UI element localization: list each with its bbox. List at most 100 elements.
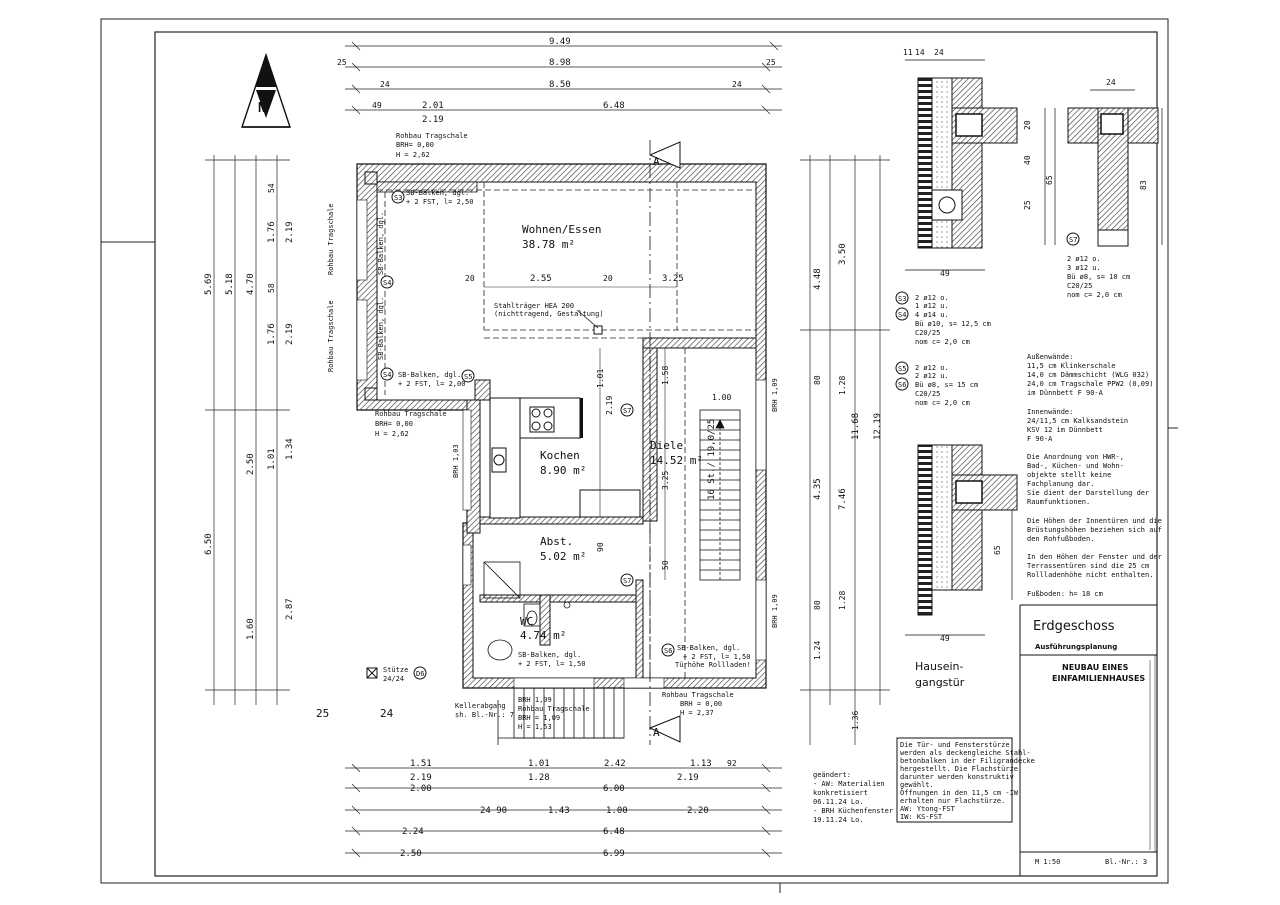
staircase	[699, 409, 741, 581]
dim-top-25b: 25	[766, 58, 776, 67]
dim-left-176a: 1.76	[267, 221, 277, 243]
dim-left-160: 1.60	[246, 618, 256, 640]
svg-text:Die Höhen der Innentüren und d: Die Höhen der Innentüren und die	[1027, 517, 1162, 525]
svg-text:83: 83	[1139, 180, 1148, 190]
dim-bot-92: 92	[727, 759, 737, 768]
north-arrow-icon: N	[241, 52, 291, 128]
svg-text:hergestellt. Die Flachstürze: hergestellt. Die Flachstürze	[900, 765, 1018, 773]
svg-text:Rohbau Tragschale: Rohbau Tragschale	[396, 132, 468, 140]
svg-text:geändert:: geändert:	[813, 771, 851, 779]
dim-in-20: 20	[465, 274, 475, 283]
dim-left-219b: 2.19	[285, 323, 295, 345]
svg-text:06.11.24 Lo.: 06.11.24 Lo.	[813, 798, 864, 806]
bottom-dimensions: 1.51 1.01 2.42 1.13 92 2.19 1.28 2.19 2.…	[400, 759, 737, 859]
svg-text:S6: S6	[898, 381, 906, 389]
svg-text:Die Tür- und Fensterstürze: Die Tür- und Fensterstürze	[900, 741, 1010, 749]
dim-right-128a: 1.28	[838, 376, 847, 395]
svg-text:gewählt.: gewählt.	[900, 781, 934, 789]
svg-text:H = 1,53: H = 1,53	[518, 723, 552, 731]
svg-text:S7: S7	[623, 407, 631, 415]
detail-wall-section-1: 11 14 24 20 40 65 25 49	[903, 48, 1056, 278]
outer-frame	[100, 18, 1169, 884]
svg-text:Innenwände:: Innenwände:	[1027, 408, 1073, 416]
svg-text:11,5 cm Klinkerschale: 11,5 cm Klinkerschale	[1027, 362, 1116, 370]
svg-text:S3: S3	[394, 194, 402, 202]
svg-text:- AW: Materialien: - AW: Materialien	[813, 780, 885, 788]
svg-text:65: 65	[993, 545, 1002, 555]
sheet-number: Bl.-Nr.: 3	[1105, 858, 1147, 866]
dim-left-287: 2.87	[285, 598, 295, 620]
svg-text:SB-Balken, dgl.: SB-Balken, dgl.	[398, 371, 461, 379]
svg-text:S7: S7	[1069, 236, 1077, 244]
title-block: Erdgeschoss Ausführungsplanung NEUBAU EI…	[1019, 604, 1157, 876]
basement-stairs	[497, 687, 625, 745]
scale-label: M 1:50	[1035, 858, 1060, 866]
dim-in-325b: 3.25	[661, 471, 670, 490]
svg-text:- BRH Küchenfenster: - BRH Küchenfenster	[813, 807, 893, 815]
svg-text:Öffnungen in den 11,5 cm -IW: Öffnungen in den 11,5 cm -IW	[900, 788, 1019, 797]
svg-text:erhalten nur Flachstürze.: erhalten nur Flachstürze.	[900, 797, 1005, 805]
dim-right-80a: 80	[813, 375, 822, 385]
dim-right-448: 4.48	[813, 268, 823, 290]
room-wohnen-area: 38.78 m²	[522, 238, 575, 251]
interior-dim-lines	[484, 286, 677, 580]
sheet-subtitle: Ausführungsplanung	[1035, 643, 1117, 651]
dim-bot-219b: 2.19	[677, 773, 699, 783]
svg-text:BRH= 0,00: BRH= 0,00	[396, 141, 434, 149]
svg-text:BRH 1,09: BRH 1,09	[771, 378, 779, 412]
dim-right-1168: 11.68	[851, 413, 861, 440]
svg-text:im Dünnbett F 90-A: im Dünnbett F 90-A	[1027, 389, 1104, 397]
svg-text:Rohbau Tragschale: Rohbau Tragschale	[375, 410, 447, 418]
room-kochen-name: Kochen	[540, 449, 580, 462]
svg-text:Außenwände:: Außenwände:	[1027, 353, 1073, 361]
svg-text:BRH= 0,00: BRH= 0,00	[375, 420, 413, 428]
dim-in-50: 50	[661, 560, 670, 570]
dim-bot-200: 2.00	[410, 784, 432, 794]
svg-text:S5: S5	[464, 373, 472, 381]
svg-text:KSV 12 im Dünnbett: KSV 12 im Dünnbett	[1027, 426, 1103, 434]
sheet-title: Erdgeschoss	[1033, 619, 1115, 634]
dim-bot-600: 6.00	[603, 784, 625, 794]
svg-text:nom c= 2,0 cm: nom c= 2,0 cm	[915, 338, 970, 346]
dim-bot-224: 2.24	[402, 827, 424, 837]
notes-block: Außenwände: 11,5 cm Klinkerschale 14,0 c…	[1027, 353, 1162, 598]
detail-door-section: 65 49 Hausein- gangstür	[905, 444, 1018, 689]
dim-top-648: 6.48	[603, 101, 625, 111]
circled-labels: S3 S4 S4 S5 S6 S7 S7 D6	[380, 190, 675, 680]
room-labels: Wohnen/Essen 38.78 m² Kochen 8.90 m² Die…	[520, 223, 717, 642]
inner-frame	[154, 31, 1158, 877]
svg-text:S4: S4	[383, 279, 391, 287]
revision-notes: geändert: - AW: Materialien konkretisier…	[813, 771, 893, 824]
svg-text:(nichttragend, Gestaltung): (nichttragend, Gestaltung)	[494, 310, 604, 318]
svg-text:C20/25: C20/25	[915, 390, 940, 398]
dim-bot-242: 2.42	[604, 759, 626, 769]
svg-text:BRH = 0,00: BRH = 0,00	[680, 700, 722, 708]
svg-text:In den Höhen der Fenster und d: In den Höhen der Fenster und der	[1027, 553, 1162, 561]
svg-text:24/11,5 cm Kalksandstein: 24/11,5 cm Kalksandstein	[1027, 417, 1128, 425]
svg-text:Bad-, Küchen- und Wohn-: Bad-, Küchen- und Wohn-	[1027, 462, 1124, 470]
dim-bot-101: 1.01	[528, 759, 550, 769]
dim-left-58: 58	[267, 283, 276, 293]
room-kochen-area: 8.90 m²	[540, 464, 586, 477]
svg-text:Rohbau Tragschale: Rohbau Tragschale	[518, 705, 590, 713]
svg-text:2 ø12 o.: 2 ø12 o.	[915, 364, 949, 372]
svg-text:BRH 1,09: BRH 1,09	[518, 696, 552, 704]
dim-bot-100: 1.00	[606, 806, 628, 816]
annotations: Rohbau Tragschale BRH= 0,00 H = 2,62 SB-…	[327, 132, 779, 731]
svg-text:25: 25	[1023, 200, 1032, 210]
room-wohnen-name: Wohnen/Essen	[522, 223, 601, 236]
dim-in-90: 90	[596, 542, 605, 552]
right-dimensions: 4.48 3.50 11.68 12.19 7.46 1.28 1.28 80 …	[813, 243, 883, 730]
svg-text:24: 24	[1106, 78, 1116, 87]
svg-text:Bü ø10, s= 12,5 cm: Bü ø10, s= 12,5 cm	[915, 320, 991, 328]
svg-text:+ 2 FST, l= 2,00: + 2 FST, l= 2,00	[398, 380, 465, 388]
svg-text:2 ø12 u.: 2 ø12 u.	[915, 372, 949, 380]
svg-text:den Rohfußboden.: den Rohfußboden.	[1027, 535, 1094, 543]
svg-text:Die Anordnung von HWR-,: Die Anordnung von HWR-,	[1027, 453, 1124, 461]
svg-text:Hausein-: Hausein-	[915, 660, 964, 673]
dim-left-650: 6.50	[204, 533, 214, 555]
dim-top-24b: 24	[732, 80, 742, 89]
dim-top-total: 9.49	[549, 37, 571, 47]
dim-in-100: 1.00	[712, 393, 731, 402]
